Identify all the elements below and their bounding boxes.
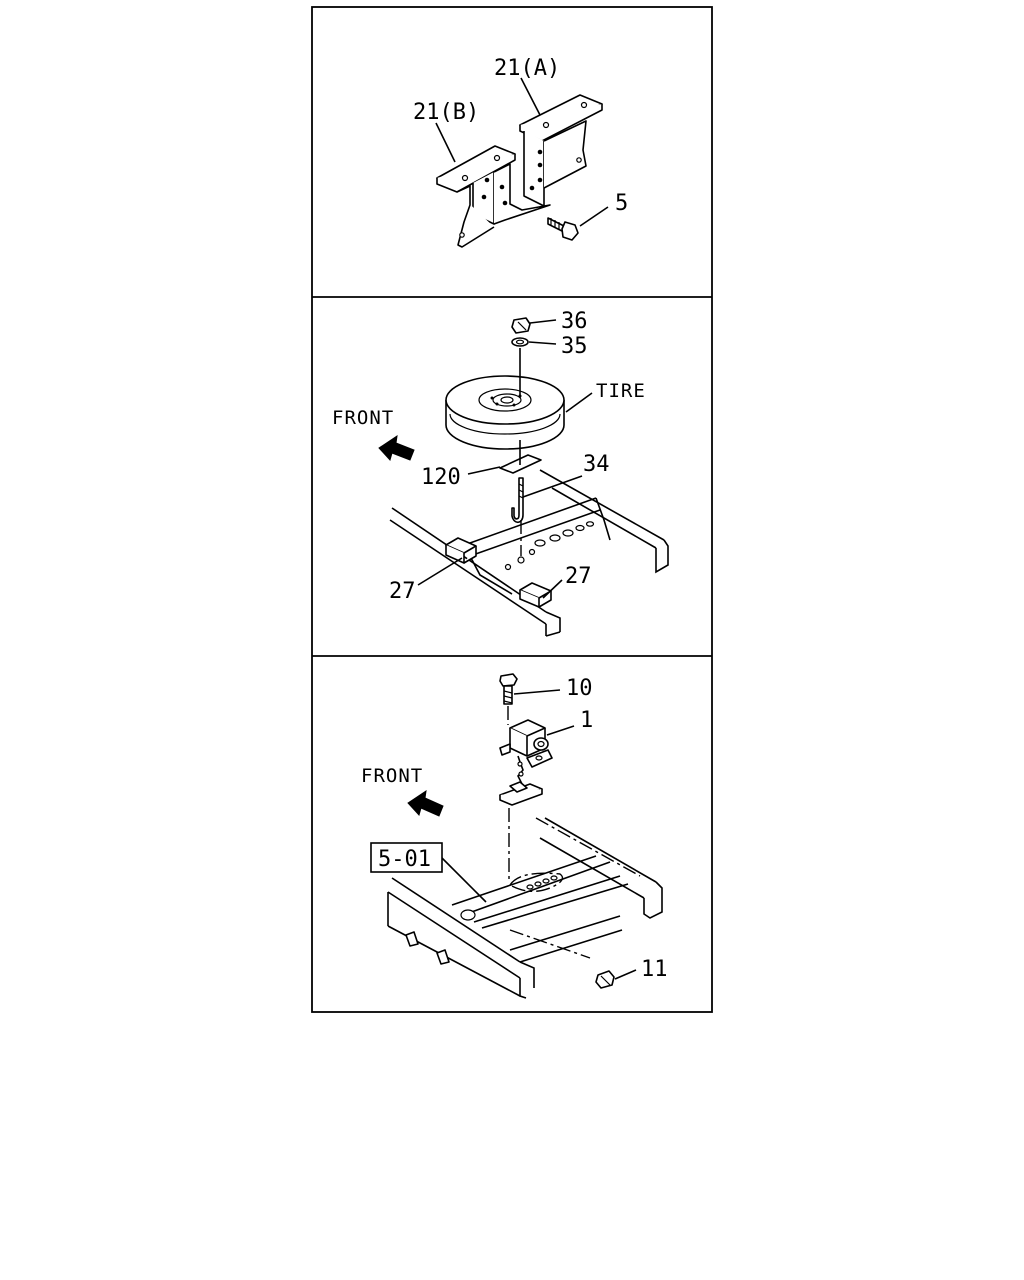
front-arrow-bottom-icon [407, 789, 444, 817]
panel-bottom: 10 1 FRONT 5-01 11 [361, 673, 668, 999]
callout-120: 120 [421, 465, 461, 490]
stopper-27-left-drawing [445, 537, 477, 564]
callout-27-left: 27 [389, 579, 416, 604]
spare-tire-drawing [445, 375, 565, 450]
nut-36-drawing [511, 317, 531, 334]
frame-rails-bottom [387, 817, 663, 999]
callout-11: 11 [641, 957, 668, 982]
washer-35-drawing [511, 337, 529, 347]
hook-34-drawing [511, 477, 524, 556]
callout-35: 35 [561, 334, 588, 359]
carrier-plate-drawing [499, 781, 543, 880]
callout-10: 10 [566, 676, 593, 701]
callout-21a: 21(A) [494, 56, 560, 81]
front-arrow-middle-icon [378, 434, 415, 461]
carrier-1-drawing [499, 719, 553, 785]
callout-21b: 21(B) [413, 100, 479, 125]
reference-box-5-01 [370, 842, 443, 873]
callout-5-top: 5 [615, 191, 628, 216]
bracket-21b-drawing [436, 145, 551, 248]
stopper-27-right-drawing [519, 582, 552, 608]
callout-1: 1 [580, 708, 593, 733]
label-tire: TIRE [596, 380, 646, 402]
plate-120-drawing [499, 440, 542, 474]
callout-36: 36 [561, 309, 588, 334]
callout-34: 34 [583, 452, 610, 477]
callout-27-right: 27 [565, 564, 592, 589]
bracket-21a-drawing [519, 94, 603, 207]
nut-11-drawing [595, 970, 615, 989]
callout-5-01: 5-01 [378, 847, 431, 872]
bolt-10-drawing [499, 673, 518, 725]
bolt-5-drawing [547, 217, 579, 241]
panel-middle: 36 35 TIRE FRONT 120 34 27 27 [332, 309, 669, 637]
label-front-middle: FRONT [332, 407, 394, 429]
label-front-bottom: FRONT [361, 765, 423, 787]
panel-top: 21(A) 21(B) 5 [413, 56, 628, 248]
panel-borders [311, 6, 713, 1013]
